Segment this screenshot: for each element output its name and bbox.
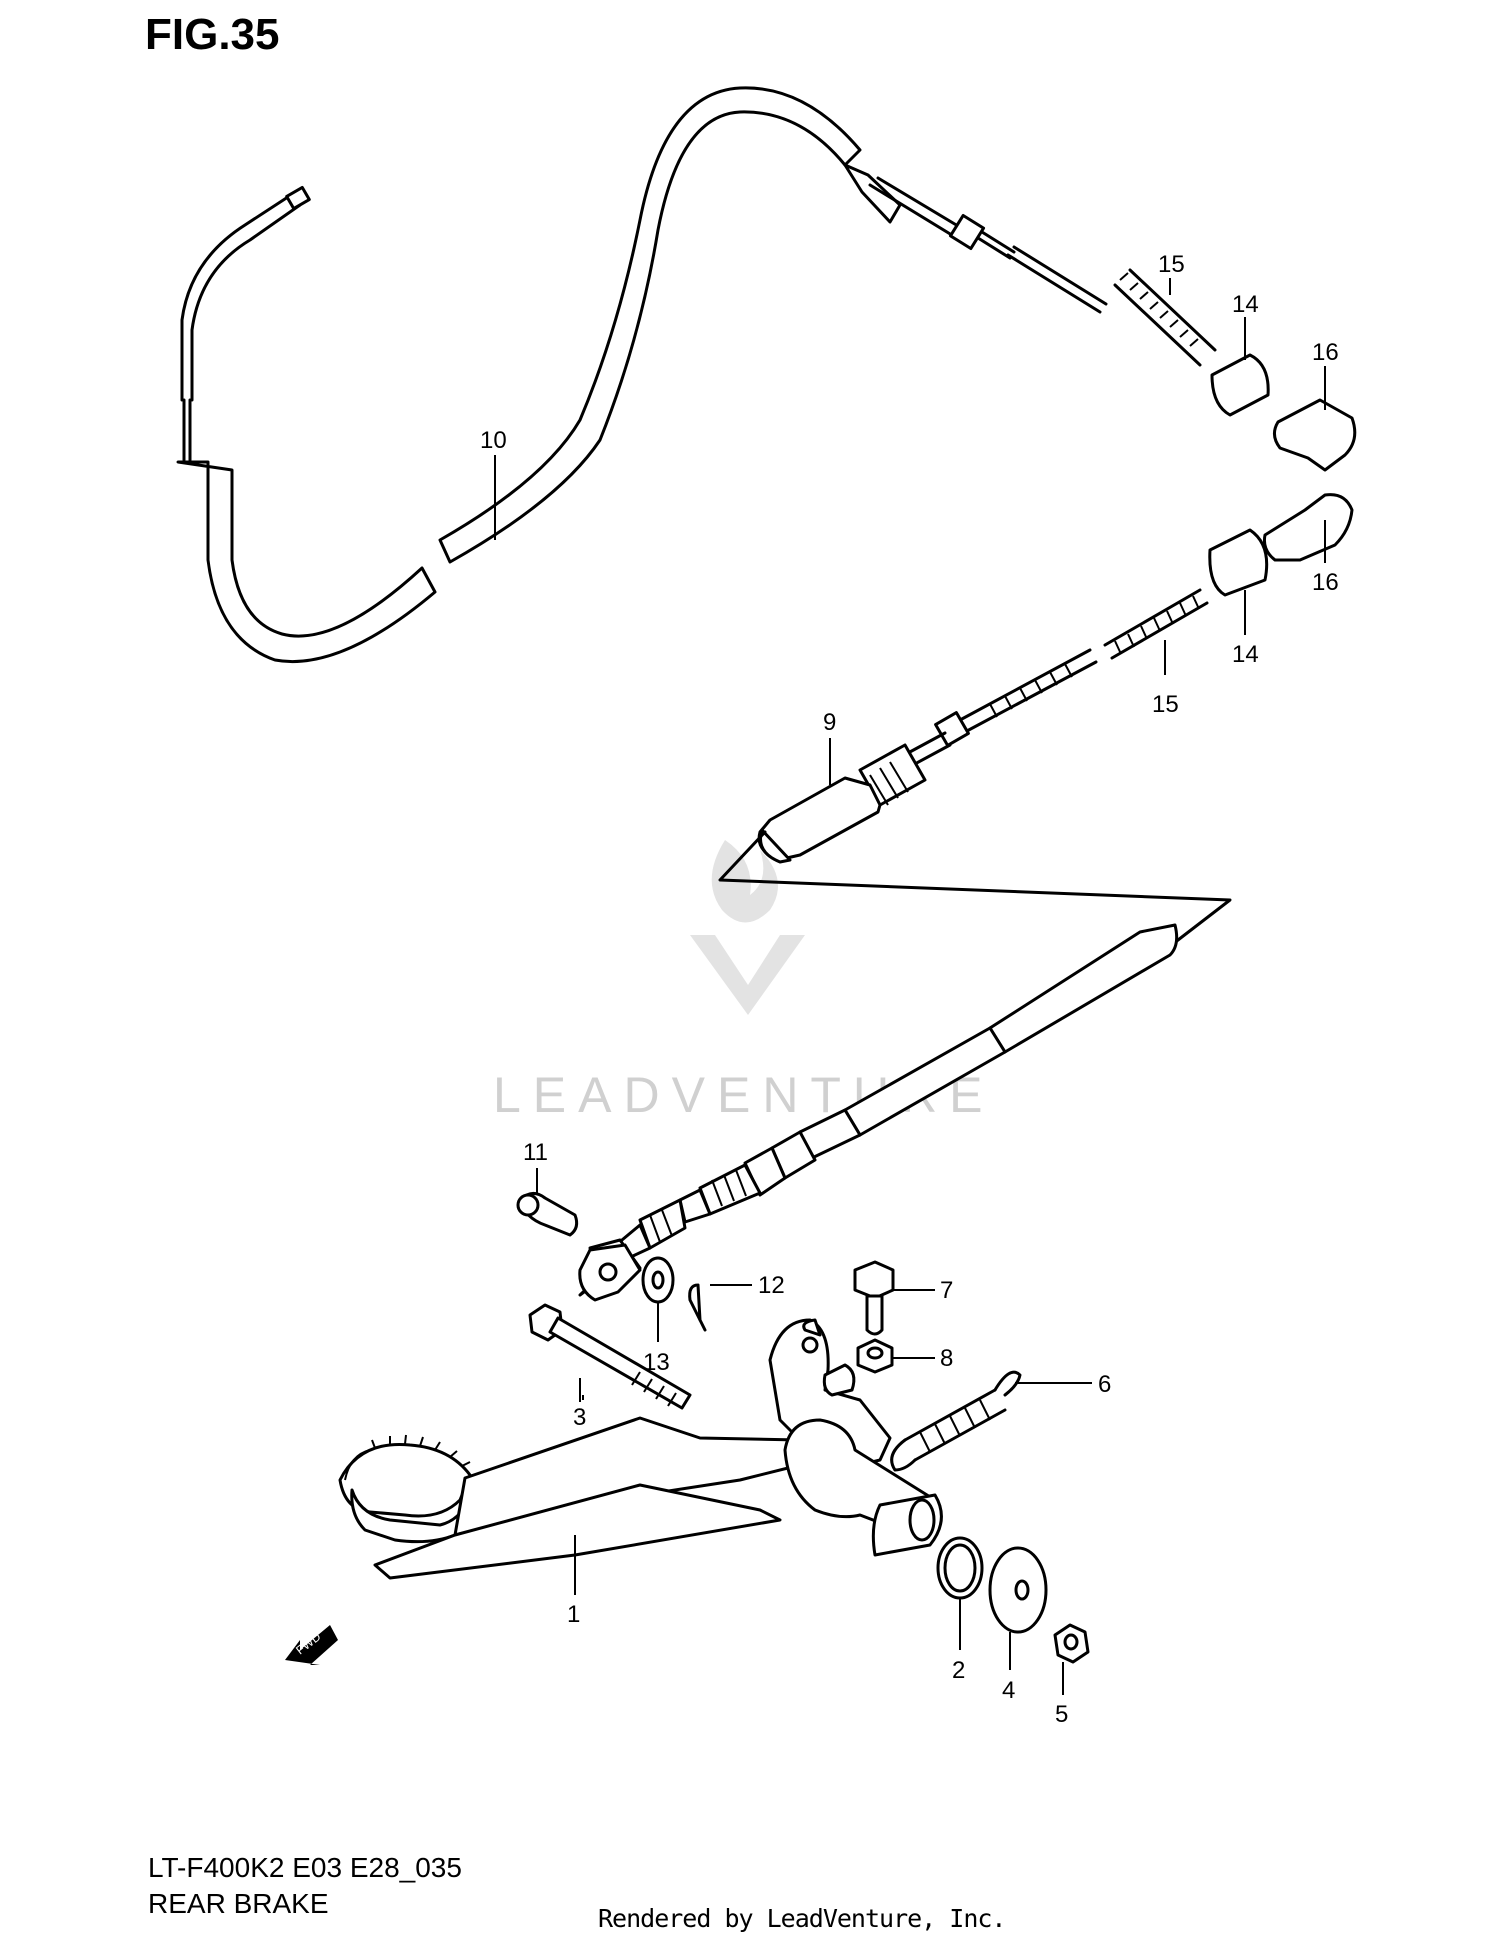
part-16-pin-upper <box>1273 398 1357 472</box>
callout-15-upper: 15 <box>1158 251 1185 278</box>
figure-label: FIG.35 <box>145 10 280 59</box>
callout-8: 8 <box>940 1345 953 1372</box>
callout-2: 2 <box>952 1657 965 1684</box>
cable-break-line <box>718 830 1232 952</box>
part-9-rear-brake-cable <box>757 648 1098 864</box>
callout-1: 1 <box>567 1601 580 1628</box>
callout-16-lower: 16 <box>1312 569 1339 596</box>
part-3-bolt <box>528 1303 692 1410</box>
callout-16-upper: 16 <box>1312 339 1339 366</box>
callout-14-upper: 14 <box>1232 291 1259 318</box>
callout-10: 10 <box>480 427 507 454</box>
part-7-bolt <box>853 1260 895 1336</box>
callout-13: 13 <box>643 1349 670 1376</box>
callout-5: 5 <box>1055 1701 1068 1728</box>
fwd-direction-arrow: FWD <box>285 1625 338 1665</box>
part-15-spring-upper <box>1113 268 1217 367</box>
callout-7: 7 <box>940 1277 953 1304</box>
model-code: LT-F400K2 E03 E28_035 <box>148 1852 462 1883</box>
part-9-cable-lower-run <box>578 923 1179 1302</box>
callout-4: 4 <box>1002 1677 1015 1704</box>
callout-6: 6 <box>1098 1371 1111 1398</box>
part-10-front-brake-cable <box>176 86 1108 664</box>
part-11-pin-head <box>516 1193 540 1217</box>
callout-labels: 10 15 14 16 16 14 15 9 11 12 13 7 8 6 3 … <box>480 251 1339 1728</box>
callout-15-lower: 15 <box>1152 691 1179 718</box>
leader-lines <box>494 278 1326 1695</box>
callout-14-lower: 14 <box>1232 641 1259 668</box>
callout-12: 12 <box>758 1272 785 1299</box>
callout-9: 9 <box>823 709 836 736</box>
callout-11: 11 <box>523 1139 548 1166</box>
part-1-brake-pedal <box>338 1318 943 1580</box>
part-14-collar-upper <box>1210 353 1270 417</box>
part-16-pin-lower <box>1263 493 1354 562</box>
part-15-spring-lower <box>1103 588 1209 660</box>
callout-3: 3 <box>573 1404 586 1431</box>
part-12-cotter-pin <box>688 1283 707 1332</box>
part-14-collar-lower <box>1208 528 1269 597</box>
rendered-by-credit: Rendered by LeadVenture, Inc. <box>598 1904 1006 1933</box>
section-title: REAR BRAKE <box>148 1888 329 1919</box>
part-6-spring <box>890 1370 1022 1472</box>
